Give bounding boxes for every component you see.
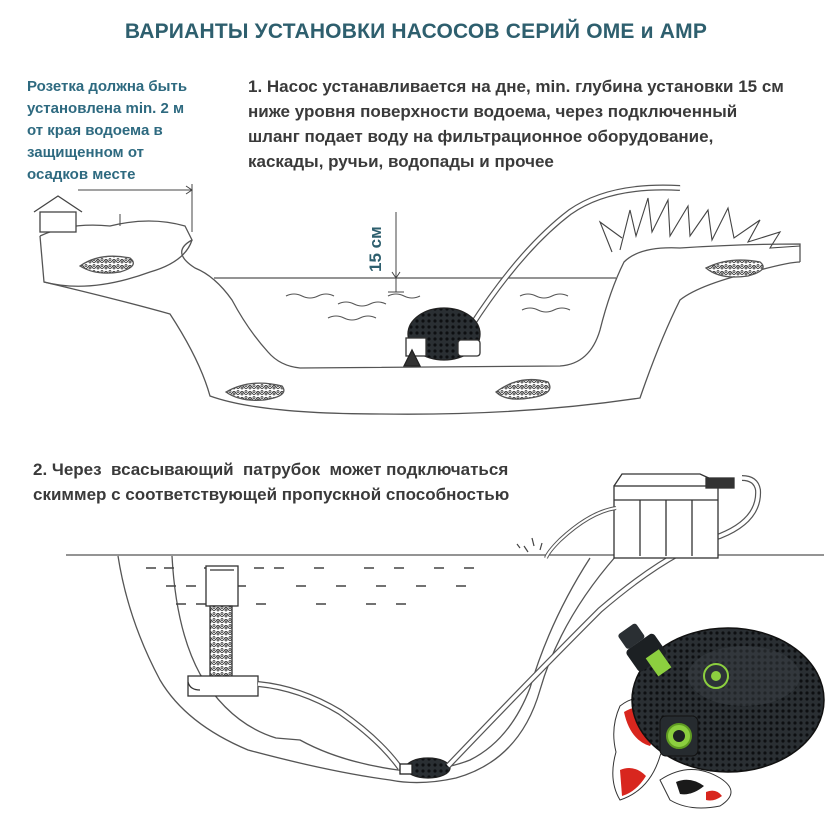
- water-waves-2: [146, 567, 474, 605]
- step-2-description: 2. Через всасывающий патрубок может подк…: [33, 457, 553, 507]
- splash: [516, 537, 543, 553]
- pump-icon-diagram-2: [399, 757, 451, 779]
- socket-note-line: Розетка должна быть: [27, 78, 188, 95]
- page-title: ВАРИАНТЫ УСТАНОВКИ НАСОСОВ СЕРИЙ OME и A…: [124, 20, 708, 43]
- stones-bottom-right: [495, 378, 551, 400]
- pond-diagram-1: [33, 184, 801, 415]
- socket-note-line: установлена min. 2 м: [27, 100, 185, 117]
- suction-hose: [257, 681, 403, 770]
- socket-note-line: защищенном от: [27, 144, 144, 161]
- step-2-line: скиммер с соответствующей пропускной спо…: [33, 485, 510, 504]
- left-bank: [39, 220, 801, 369]
- skimmer-icon: [187, 565, 259, 697]
- socket-note: Розетка должна быть установлена min. 2 м…: [27, 76, 227, 186]
- socket-note-line: от края водоема в: [27, 122, 163, 139]
- filter-box-icon: [613, 473, 735, 559]
- step-1-line: 1. Насос устанавливается на дне, min. гл…: [248, 77, 784, 96]
- step-1-line: ниже уровня поверхности водоема, через п…: [248, 102, 738, 121]
- stones-right-bank: [704, 259, 764, 278]
- socket-house-icon: [33, 195, 83, 233]
- depth-marker: [388, 212, 404, 293]
- pump-icon-diagram-1: [402, 307, 481, 367]
- step-1-line: шланг подает воду на фильтрационное обор…: [248, 127, 714, 146]
- depth-label: 15 см: [366, 226, 396, 288]
- pond-outline: [43, 261, 801, 415]
- step-2-line: 2. Через всасывающий патрубок может подк…: [33, 460, 509, 479]
- step-1-description: 1. Насос устанавливается на дне, min. гл…: [248, 74, 820, 174]
- pond-diagram-2: [66, 473, 824, 784]
- stones-left-bank: [78, 255, 134, 274]
- socket-note-line: осадков месте: [27, 166, 136, 183]
- step-1-line: каскады, ручьи, водопады и прочее: [248, 152, 554, 171]
- outlet-stream: [544, 506, 617, 559]
- depth-label-text: 15 см: [366, 226, 385, 272]
- pump-product-photo: [612, 623, 825, 809]
- plants-right-bank: [598, 197, 801, 253]
- water-waves-1: [285, 293, 571, 321]
- distance-marker-2m: [78, 184, 193, 232]
- pump-inlet: [659, 715, 699, 757]
- stones-bottom-left: [224, 382, 285, 401]
- pump-outlet-pipe: [618, 623, 672, 677]
- pond-outline-2: [117, 555, 617, 784]
